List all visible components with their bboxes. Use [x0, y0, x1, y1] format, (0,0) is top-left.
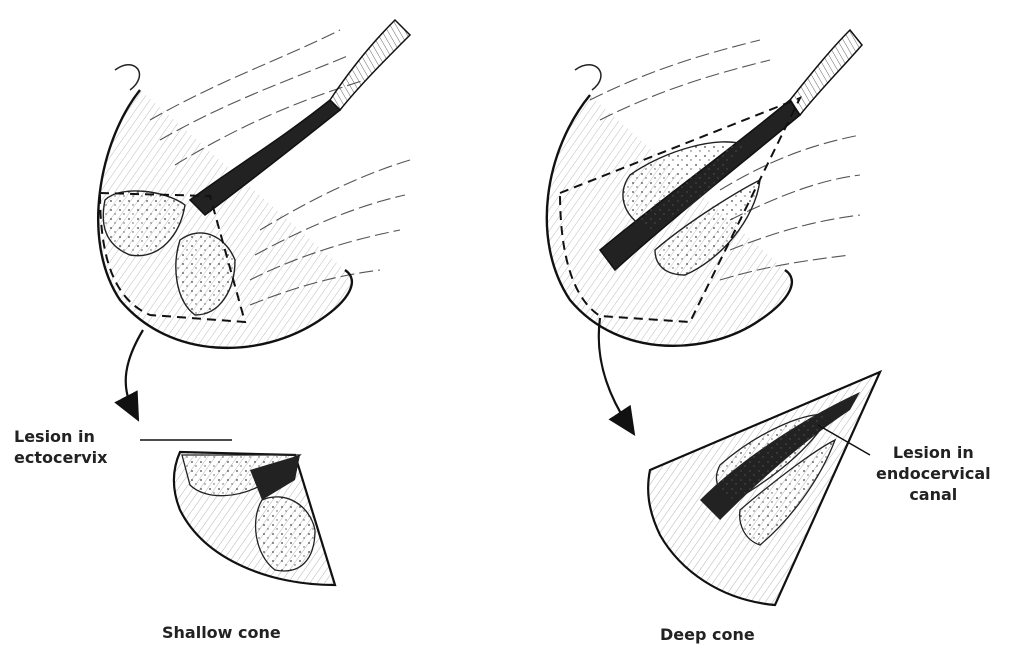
- ectocervix-lesion-label: Lesion in ectocervix: [14, 426, 107, 468]
- shallow-cone-specimen: [174, 452, 335, 585]
- endocervical-lesion-label: Lesion in endocervical canal: [876, 442, 991, 505]
- ecto-label-line1: Lesion in: [14, 426, 107, 447]
- cervix-right-illustration: [547, 30, 862, 346]
- endo-label-line2: endocervical: [876, 463, 991, 484]
- caption-shallow-cone: Shallow cone: [162, 622, 281, 643]
- caption-deep-cone: Deep cone: [660, 624, 755, 645]
- endo-label-line3: canal: [876, 484, 991, 505]
- endo-label-line1: Lesion in: [876, 442, 991, 463]
- ecto-label-line2: ectocervix: [14, 447, 107, 468]
- cervix-left-illustration: [98, 20, 410, 348]
- deep-cone-specimen: [648, 372, 880, 605]
- arrow-left: [126, 330, 143, 410]
